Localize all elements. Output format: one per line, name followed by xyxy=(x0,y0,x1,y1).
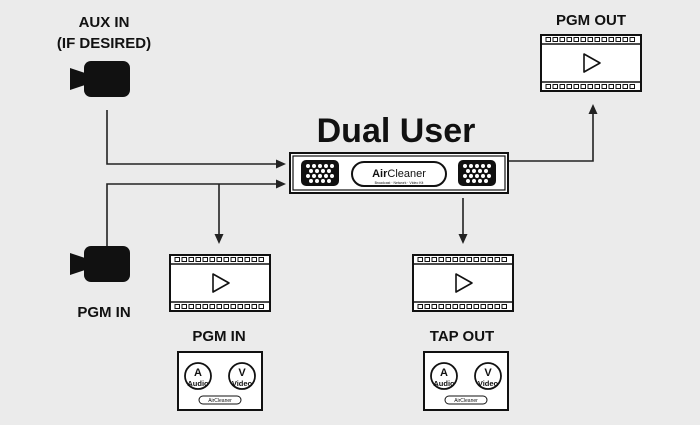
device-left-vent-icon xyxy=(301,160,339,186)
pgm-in-monitor-label: PGM IN xyxy=(192,328,245,345)
diagram-title: Dual User xyxy=(317,112,476,150)
pgm-in-video-icon xyxy=(169,254,271,312)
tap-out-av-badge: A Audio V Video AirCleaner xyxy=(423,351,509,411)
badge-brand: AirCleaner xyxy=(454,398,478,404)
video-letter: V xyxy=(484,367,492,379)
aux-camera-icon xyxy=(70,61,130,97)
aux-in-label: AUX IN xyxy=(79,14,130,31)
pgm-out-wire xyxy=(508,112,594,162)
aux-in-note-label: (IF DESIRED) xyxy=(57,35,151,52)
aux-in-wire xyxy=(106,110,278,165)
pgm-in-av-badge: A Audio V Video AirCleaner xyxy=(177,351,263,411)
video-letter: V xyxy=(238,367,246,379)
tap-out-video-icon xyxy=(412,254,514,312)
video-label: Video xyxy=(478,379,499,388)
pgm-out-label: PGM OUT xyxy=(556,12,626,29)
aircleaner-device: AirCleaner Broadcast · Network · Video K… xyxy=(289,152,509,194)
audio-letter: A xyxy=(194,367,202,379)
pgm-camera-icon xyxy=(70,246,130,282)
badge-brand: AirCleaner xyxy=(208,398,232,404)
device-right-vent-icon xyxy=(458,160,496,186)
video-label: Video xyxy=(232,379,253,388)
audio-label: Audio xyxy=(187,379,209,388)
tap-out-label: TAP OUT xyxy=(430,328,494,345)
audio-label: Audio xyxy=(433,379,455,388)
pgm-out-video-icon xyxy=(540,34,642,92)
device-brand: AirCleaner xyxy=(372,168,426,180)
pgm-in-source-label: PGM IN xyxy=(77,304,130,321)
pgm-in-wire xyxy=(106,183,278,246)
audio-letter: A xyxy=(440,367,448,379)
device-small-text: Broadcast · Network · Video Kit xyxy=(375,181,424,185)
